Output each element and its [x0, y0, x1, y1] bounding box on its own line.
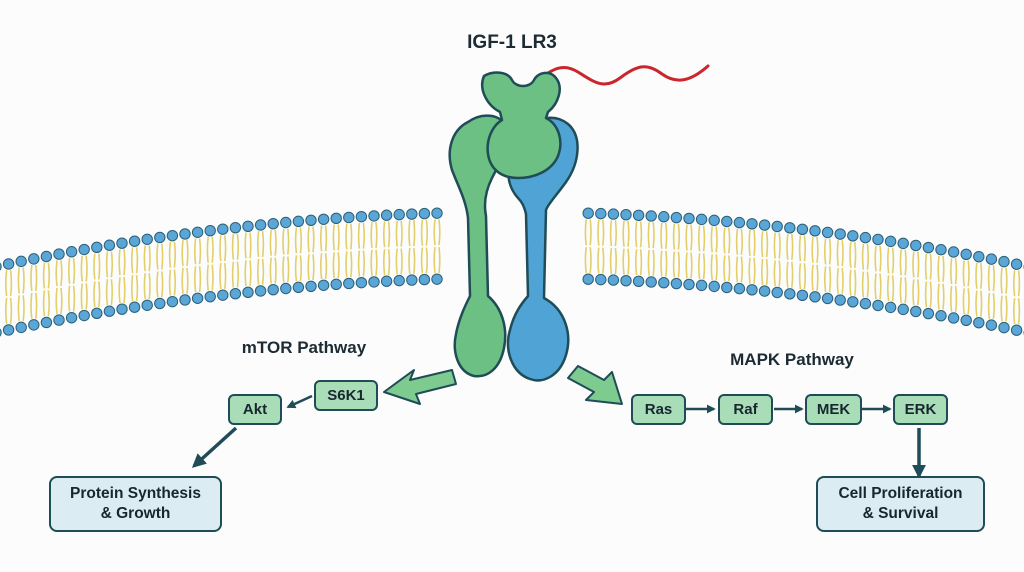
lipid-tails [5, 219, 1021, 325]
igf1-lr3-ligand [536, 64, 710, 86]
receptor-binding-domain [481, 71, 562, 180]
outcome-cell-proliferation-line1: Cell Proliferation [838, 485, 963, 502]
cell-membrane [0, 207, 1024, 337]
arrow-akt-to-protein-synthesis [191, 426, 238, 468]
ligand-title: IGF-1 LR3 [467, 32, 557, 53]
node-raf: Raf [718, 394, 773, 425]
signal-arrow-to-mapk [567, 365, 623, 405]
signal-arrow-to-mtor [383, 369, 457, 405]
node-mek: MEK [805, 394, 862, 425]
mtor-pathway-label: mTOR Pathway [241, 338, 367, 357]
arrow-s6k1-to-akt [286, 394, 313, 409]
node-erk: ERK [893, 394, 948, 425]
node-s6k1: S6K1 [314, 380, 378, 411]
outcome-cell-proliferation-line2: & Survival [862, 505, 939, 522]
outcome-cell-proliferation: Cell Proliferation & Survival [816, 476, 985, 532]
outcome-protein-synthesis-line2: & Growth [100, 505, 171, 522]
outcome-protein-synthesis: Protein Synthesis & Growth [49, 476, 222, 532]
mapk-pathway-label: MAPK Pathway [730, 350, 854, 369]
outcome-protein-synthesis-line1: Protein Synthesis [70, 485, 201, 502]
lipid-heads [0, 207, 1024, 337]
node-akt: Akt [228, 394, 282, 425]
node-ras: Ras [631, 394, 686, 425]
